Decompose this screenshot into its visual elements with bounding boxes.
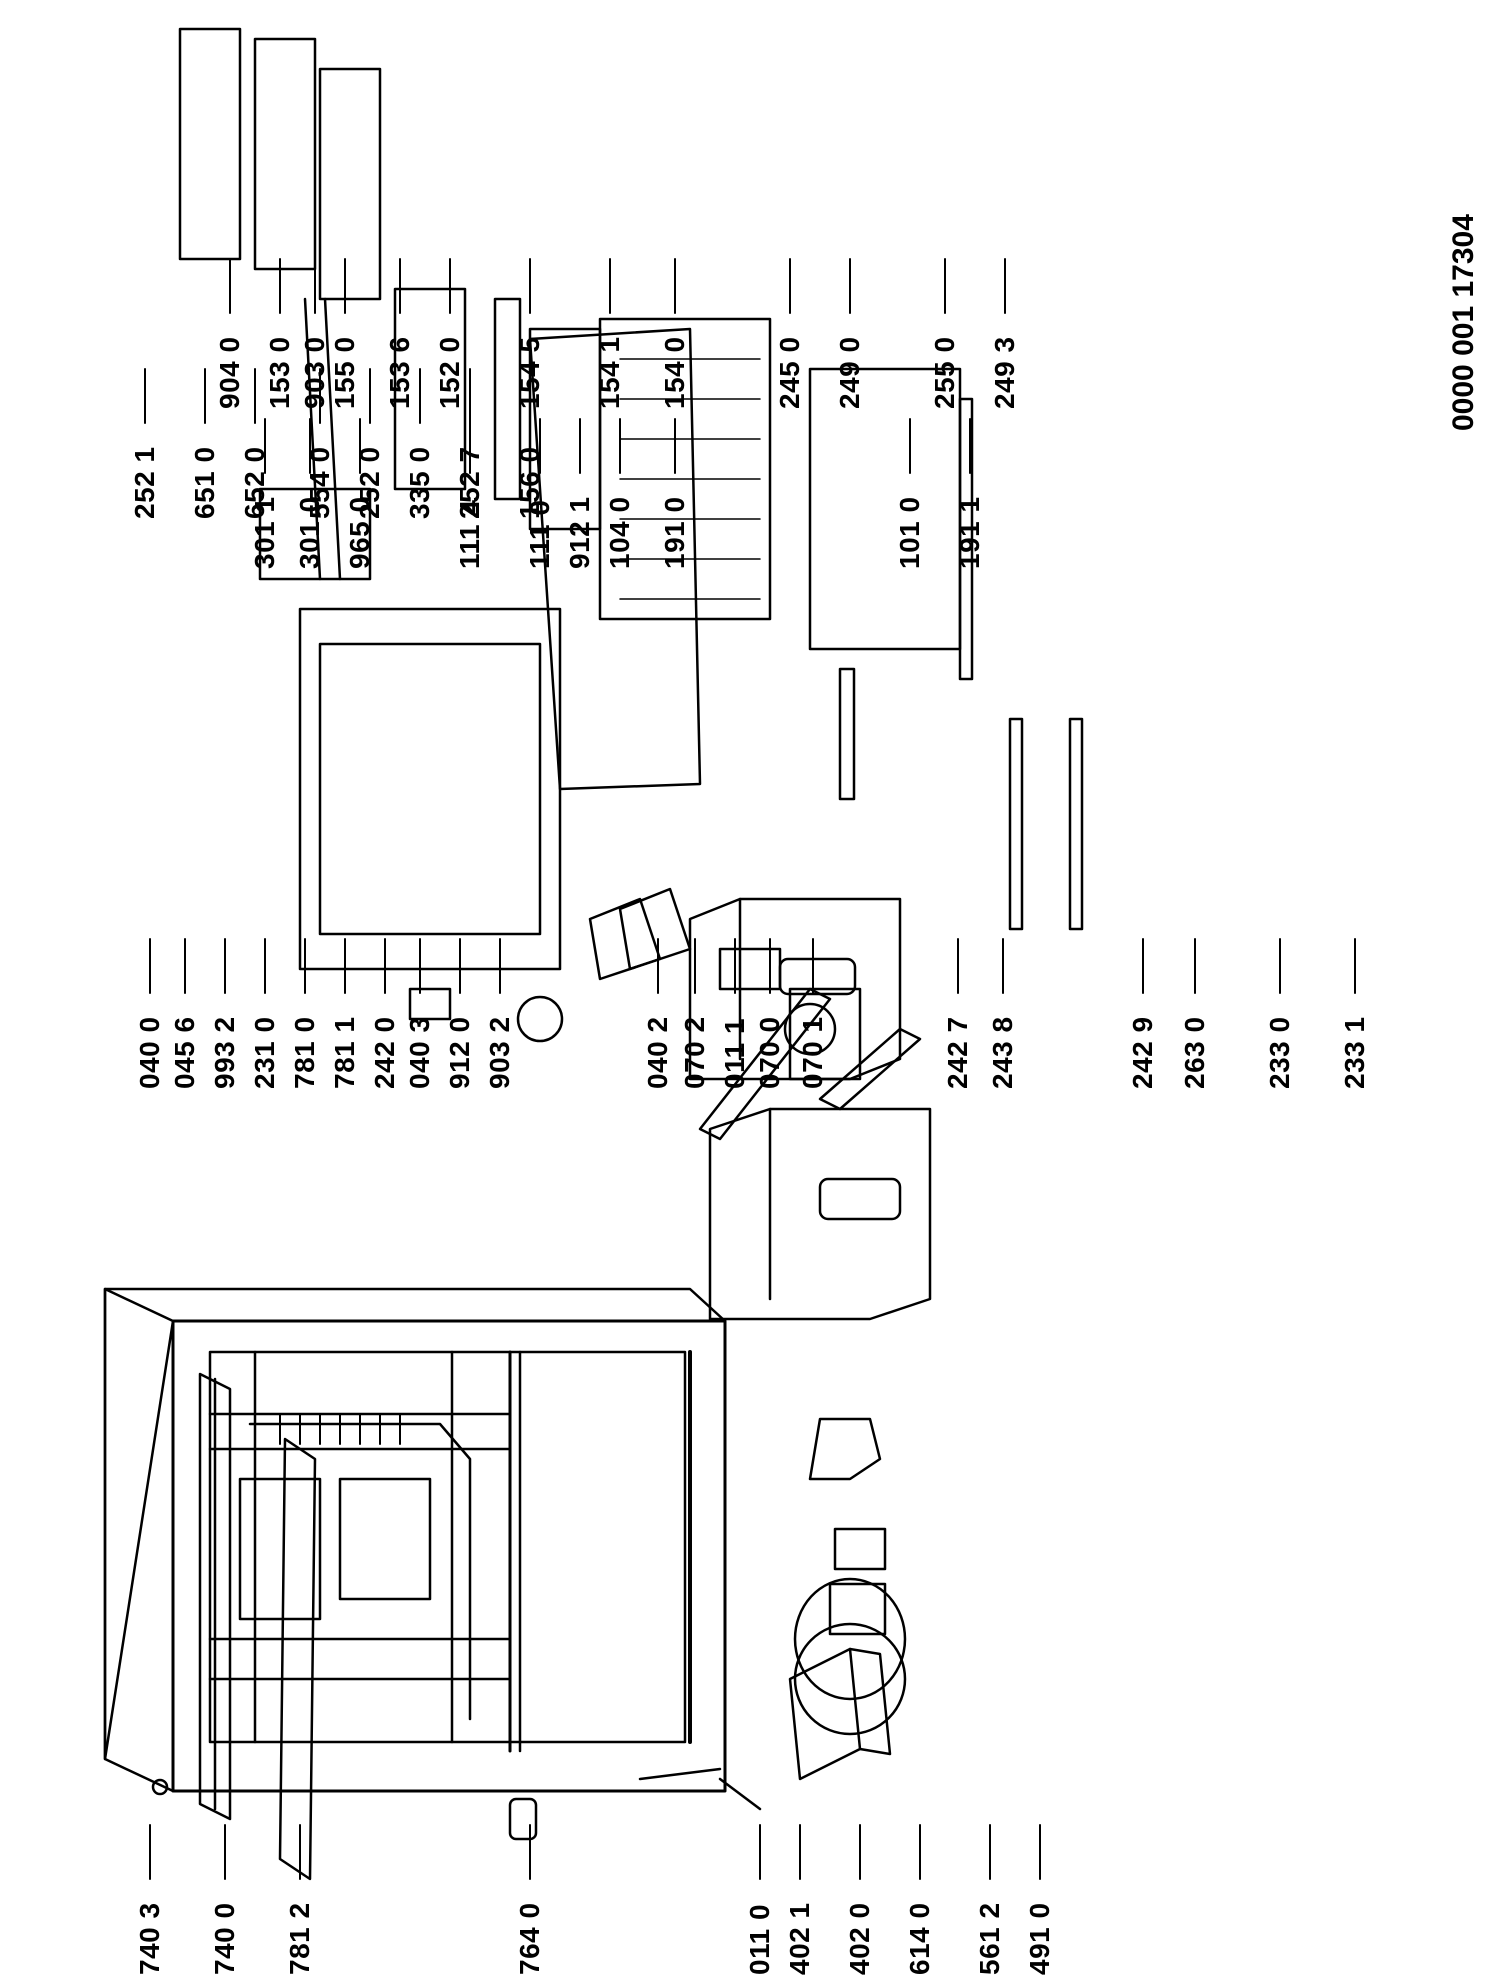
- part-label: 249 3: [989, 336, 1020, 409]
- part-label: 781 0: [289, 1016, 320, 1089]
- part-label: 402 0: [844, 1902, 875, 1975]
- part-label: 781 1: [329, 1016, 360, 1089]
- part-label: 242 7: [942, 1016, 973, 1089]
- crisper-drawers: [690, 669, 1082, 1319]
- part-label: 912 1: [564, 496, 595, 569]
- part-label: 245 0: [774, 336, 805, 409]
- part-label: 335 0: [404, 446, 435, 519]
- part-label: 104 0: [604, 496, 635, 569]
- part-label: 491 0: [1024, 1902, 1055, 1975]
- part-label: 040 0: [134, 1016, 165, 1089]
- accessory-parts: [180, 29, 972, 679]
- part-label: 070 2: [679, 1016, 710, 1089]
- part-label: 154 1: [594, 336, 625, 409]
- condenser-parts: [153, 1374, 536, 1879]
- part-label: 191 1: [954, 496, 985, 569]
- part-label: 965 0: [344, 496, 375, 569]
- part-label: 154 0: [659, 336, 690, 409]
- part-label: 249 0: [834, 336, 865, 409]
- part-label: 651 0: [189, 446, 220, 519]
- part-label: 243 8: [987, 1016, 1018, 1089]
- part-label: 912 0: [444, 1016, 475, 1089]
- cabinet-drawing: [105, 1289, 725, 1791]
- part-label: 045 6: [169, 1016, 200, 1089]
- part-label: 242 9: [1127, 1016, 1158, 1089]
- control-parts: [410, 889, 920, 1139]
- part-label: 011 0: [744, 1903, 775, 1975]
- part-label: 233 1: [1339, 1016, 1370, 1089]
- part-label: 155 0: [329, 336, 360, 409]
- part-label: 252 1: [129, 446, 160, 519]
- part-label: 231 0: [249, 1016, 280, 1089]
- document-number: 0000 001 17304: [1447, 214, 1480, 431]
- part-label: 301 0: [294, 496, 325, 569]
- part-label: 993 2: [209, 1016, 240, 1089]
- part-label: 740 3: [134, 1902, 165, 1975]
- part-label: 040 2: [642, 1016, 673, 1089]
- part-label: 301 1: [249, 496, 280, 569]
- part-label: 101 0: [894, 496, 925, 569]
- part-label: 154 5: [514, 336, 545, 409]
- part-label: 781 2: [284, 1902, 315, 1975]
- part-label: 111 0: [524, 499, 555, 569]
- part-label: 191 0: [659, 496, 690, 569]
- door-parts: [260, 299, 700, 969]
- part-label: 011 1: [719, 1017, 750, 1089]
- part-label: 263 0: [1179, 1016, 1210, 1089]
- part-label: 242 0: [369, 1016, 400, 1089]
- part-label: 561 2: [974, 1902, 1005, 1975]
- compressor-parts: [640, 1419, 905, 1809]
- part-label: 070 0: [754, 1016, 785, 1089]
- part-label: 153 0: [264, 336, 295, 409]
- part-label: 903 2: [484, 1016, 515, 1089]
- part-label: 614 0: [904, 1902, 935, 1975]
- part-label: 040 3: [404, 1016, 435, 1089]
- part-label: 402 1: [784, 1902, 815, 1975]
- part-label: 740 0: [209, 1902, 240, 1975]
- part-label: 904 0: [214, 336, 245, 409]
- part-label: 070 1: [797, 1016, 828, 1089]
- part-label: 903 0: [299, 336, 330, 409]
- part-label: 233 0: [1264, 1016, 1295, 1089]
- part-label: 153 6: [384, 336, 415, 409]
- part-label: 152 0: [434, 336, 465, 409]
- part-label: 111 4: [454, 499, 485, 569]
- part-label: 255 0: [929, 336, 960, 409]
- part-label: 764 0: [514, 1902, 545, 1975]
